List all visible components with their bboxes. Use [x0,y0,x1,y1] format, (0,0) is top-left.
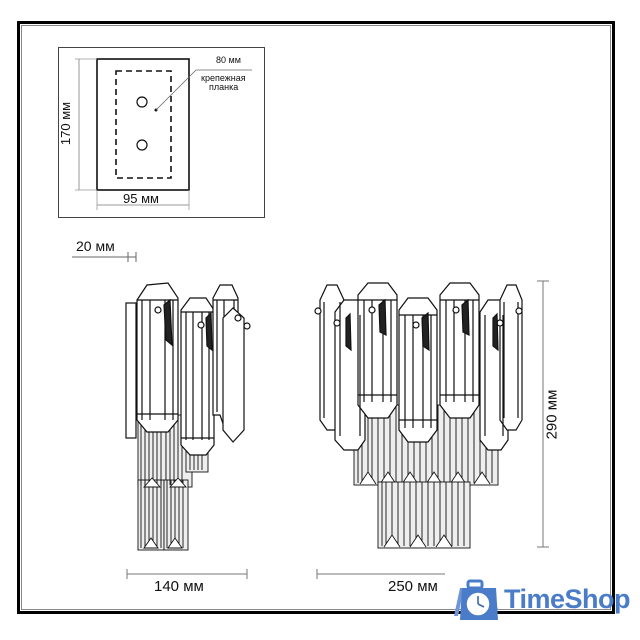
drawing-frame-inner [21,25,611,610]
drawing-frame-outer [17,21,615,614]
logo-text: TimeShop [504,584,631,614]
bracket-width-label: 80 мм [216,55,241,65]
height-label: 290 мм [543,389,561,440]
side-view-lamp [125,282,251,551]
inset-height-label: 170 мм [58,101,74,146]
screw-hole-bottom [136,139,148,151]
wall-plate-outline [96,58,190,191]
clock-bag-icon [454,579,498,620]
inset-width-label: 95 мм [123,191,159,206]
screw-hole-top [136,96,148,108]
bracket-caption-line1: крепежная [201,73,246,83]
front-view-lamp [314,282,523,549]
width-label: 250 мм [388,578,438,595]
bracket-caption-line2: планка [209,82,239,92]
depth-offset-label: 20 мм [76,238,115,254]
depth-label: 140 мм [154,578,204,595]
timeshop-logo[interactable]: TimeShop [448,576,638,626]
mounting-bracket-dashed [115,70,172,179]
